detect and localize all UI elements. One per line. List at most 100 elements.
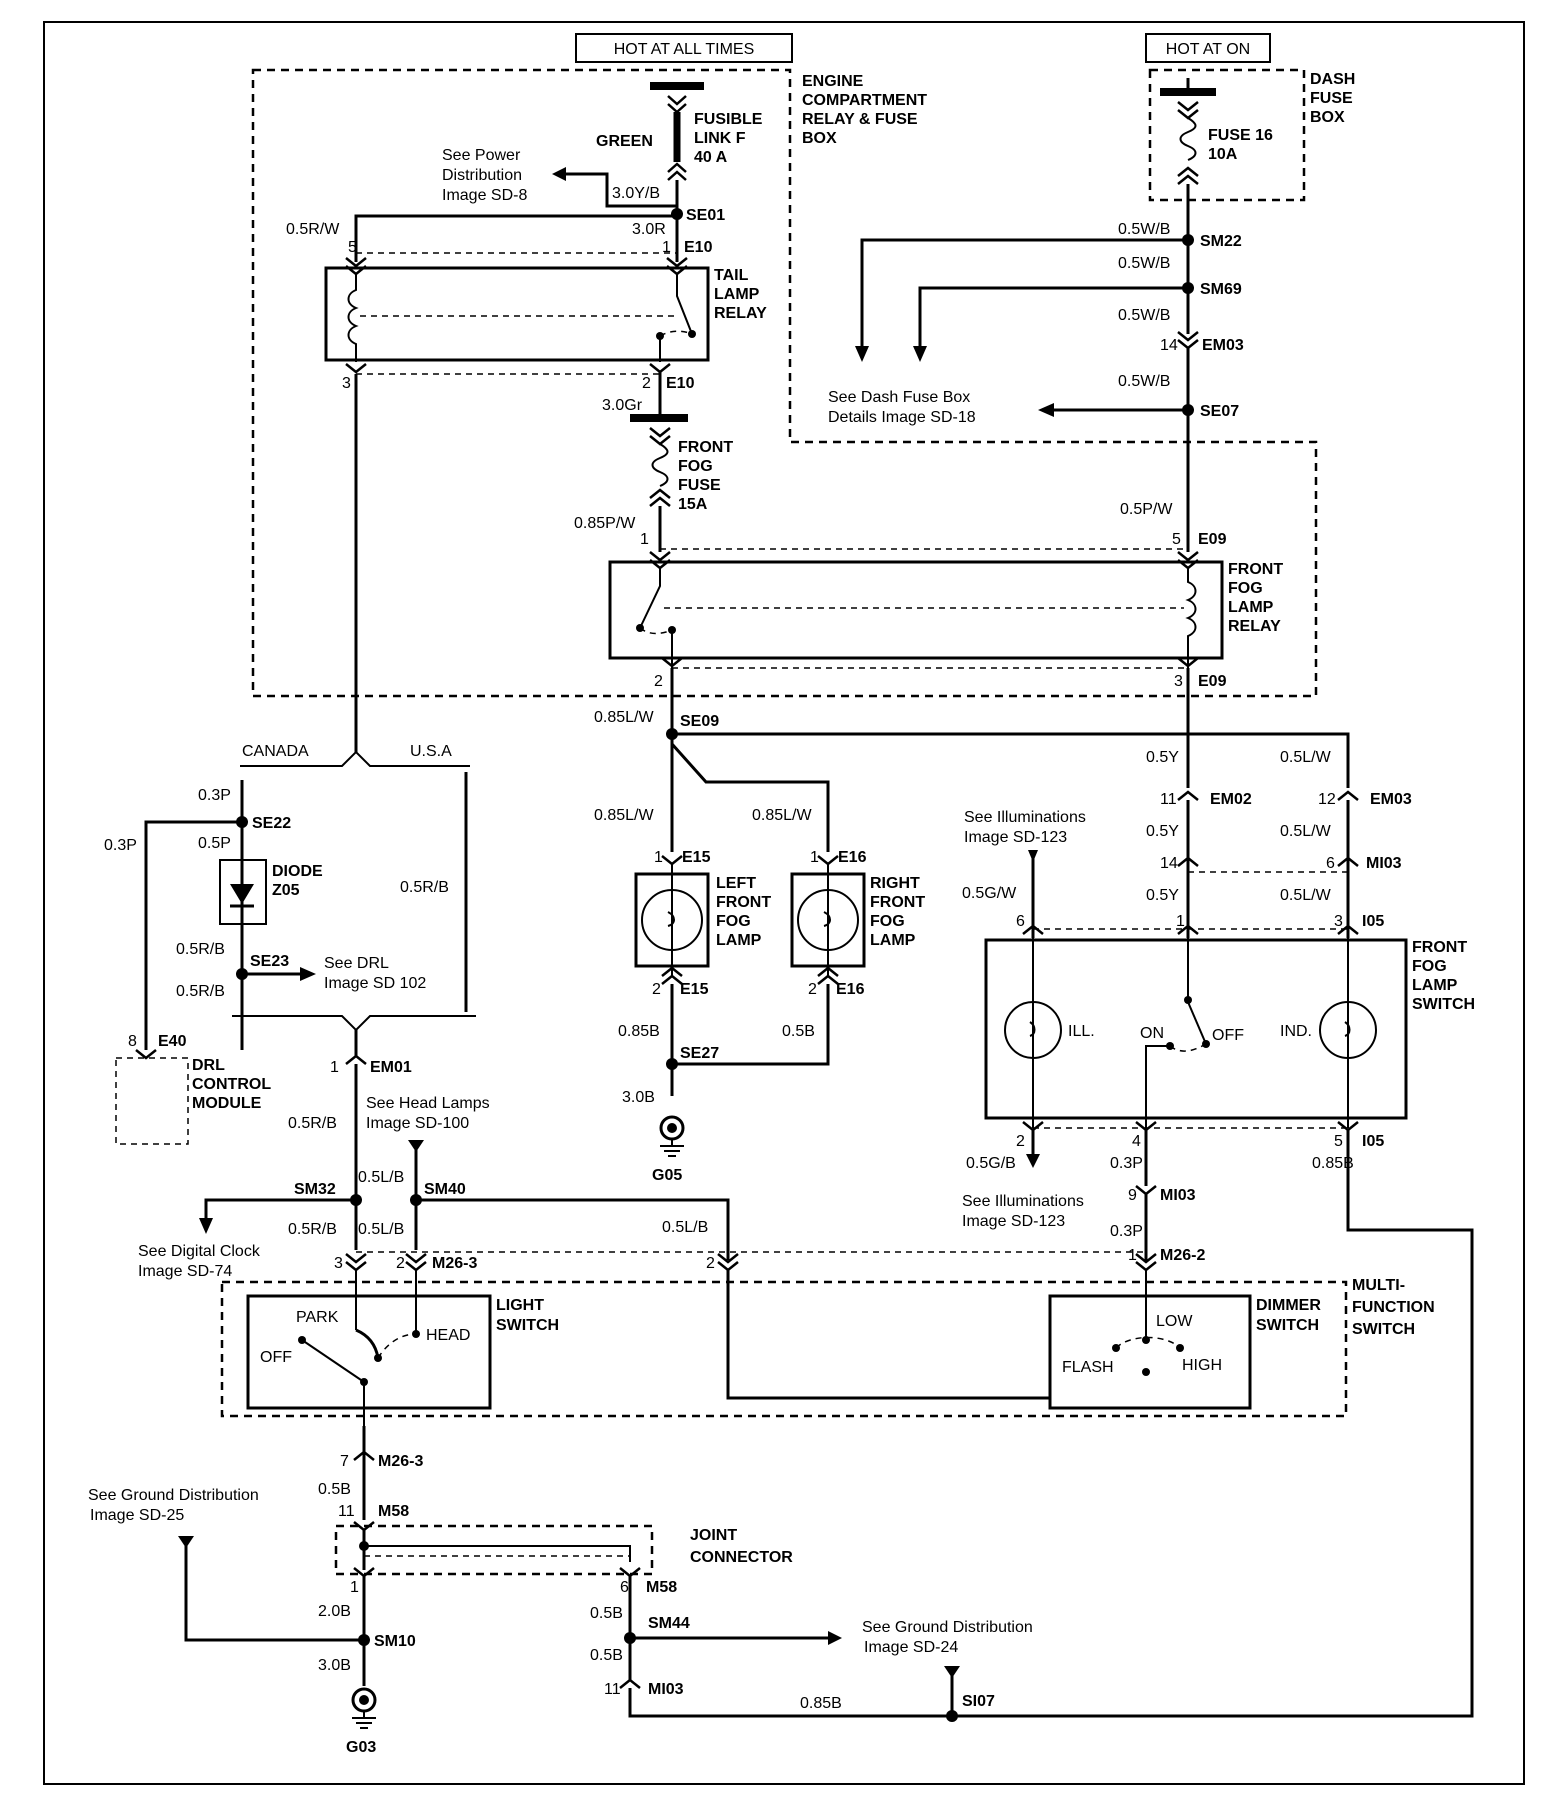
svg-text:FOG: FOG xyxy=(1228,580,1263,597)
connector-em02 xyxy=(1177,790,1199,801)
svg-text:3: 3 xyxy=(342,375,351,392)
wire-label: 0.5Y xyxy=(1146,887,1179,904)
svg-text:DASH: DASH xyxy=(1310,71,1355,88)
connector-label: EM03 xyxy=(1370,791,1412,808)
drl-control-module: 8 E40 DRL CONTROL MODULE xyxy=(115,1033,271,1145)
left-front-fog-lamp: 1 E15 LEFT FRONT FOG LAMP 2 E15 xyxy=(634,849,771,998)
connector-mi03-pin6 xyxy=(1337,856,1359,867)
svg-text:See Power: See Power xyxy=(442,147,521,164)
see-drl-ref: See DRL Image SD 102 xyxy=(324,955,426,992)
pin-label: 9 xyxy=(1128,1187,1137,1204)
wire-label: 0.5L/W xyxy=(1280,887,1332,904)
connector-label: M26-3 xyxy=(432,1255,477,1272)
front-fog-lamp-relay: 1 5 E09 FRONT FOG LAMP RELAY 2 3 E09 xyxy=(608,531,1283,690)
svg-text:FUSIBLE: FUSIBLE xyxy=(694,111,763,128)
wire-label: 0.5W/B xyxy=(1118,373,1170,390)
splice-se27 xyxy=(666,1058,678,1070)
svg-text:HOT AT ON: HOT AT ON xyxy=(1166,41,1250,58)
splice-sm10 xyxy=(358,1634,370,1646)
svg-text:SWITCH: SWITCH xyxy=(1256,1317,1319,1334)
see-head-lamps-ref: See Head Lamps Image SD-100 xyxy=(366,1095,490,1132)
pin-label: 11 xyxy=(1160,791,1177,808)
svg-text:PARK: PARK xyxy=(296,1309,339,1326)
svg-text:See Ground Distribution: See Ground Distribution xyxy=(862,1619,1033,1636)
svg-text:See Illuminations: See Illuminations xyxy=(962,1193,1084,1210)
svg-text:RELAY: RELAY xyxy=(1228,618,1281,635)
svg-text:FRONT: FRONT xyxy=(678,439,733,456)
right-front-fog-lamp: 1 E16 RIGHT FRONT FOG LAMP 2 E16 xyxy=(790,849,925,998)
svg-text:4: 4 xyxy=(1132,1133,1141,1150)
wire-label: 0.85P/W xyxy=(574,515,636,532)
wire-label: 3.0Gr xyxy=(602,397,643,414)
wire-label: 0.5G/W xyxy=(962,885,1017,902)
wire-label: 0.85B xyxy=(1312,1155,1354,1172)
splice-label: SI07 xyxy=(962,1693,995,1710)
splice-label: SM44 xyxy=(648,1615,690,1632)
splice-label: SE23 xyxy=(250,953,289,970)
svg-text:3: 3 xyxy=(1334,913,1343,930)
svg-text:See Ground Distribution: See Ground Distribution xyxy=(88,1487,259,1504)
pin-label: 12 xyxy=(1318,791,1336,808)
svg-text:COMPARTMENT: COMPARTMENT xyxy=(802,92,927,109)
connector-em03b xyxy=(1337,790,1359,801)
wire-label: 0.5R/W xyxy=(286,221,340,238)
wire-label: 0.5Y xyxy=(1146,823,1179,840)
svg-text:E09: E09 xyxy=(1198,531,1227,548)
svg-text:LAMP: LAMP xyxy=(714,286,760,303)
see-digital-clock-ref: See Digital Clock Image SD-74 xyxy=(138,1243,261,1280)
wire-label: 0.3P xyxy=(1110,1223,1143,1240)
svg-text:G03: G03 xyxy=(346,1739,376,1756)
svg-text:TAIL: TAIL xyxy=(714,267,749,284)
wire-label: 0.3P xyxy=(104,837,137,854)
svg-text:Details Image SD-18: Details Image SD-18 xyxy=(828,409,976,426)
pin-label: 7 xyxy=(340,1453,349,1470)
svg-text:5: 5 xyxy=(1172,531,1181,548)
region-canada: CANADA xyxy=(242,743,309,760)
svg-text:FRONT: FRONT xyxy=(1412,939,1467,956)
connector-label: M58 xyxy=(646,1579,677,1596)
wire-label: 0.5B xyxy=(590,1605,623,1622)
svg-text:E16: E16 xyxy=(836,981,865,998)
wire-label: 0.5W/B xyxy=(1118,307,1170,324)
svg-text:E16: E16 xyxy=(838,849,867,866)
connector-label: M26-2 xyxy=(1160,1247,1205,1264)
multi-function-switch-boundary xyxy=(220,1280,1348,1418)
connector-em03 xyxy=(1177,331,1199,350)
svg-text:SWITCH: SWITCH xyxy=(1412,996,1475,1013)
pin-label: 11 xyxy=(338,1503,355,1520)
wire-label: 0.5W/B xyxy=(1118,255,1170,272)
splice-label: SM10 xyxy=(374,1633,416,1650)
tail-lamp-relay: 5 1 E10 TAIL LAMP RELAY 3 2 E10 xyxy=(324,239,767,392)
svg-text:10A: 10A xyxy=(1208,146,1238,163)
svg-text:15A: 15A xyxy=(678,496,708,513)
svg-text:LOW: LOW xyxy=(1156,1313,1193,1330)
svg-text:E40: E40 xyxy=(158,1033,187,1050)
wire-label: 0.5R/B xyxy=(288,1221,337,1238)
svg-text:CONTROL: CONTROL xyxy=(192,1076,271,1093)
front-fog-fuse: FRONT FOG FUSE 15A xyxy=(630,414,733,513)
svg-text:HOT AT ALL TIMES: HOT AT ALL TIMES xyxy=(614,41,755,58)
wire-label: 0.5L/B xyxy=(358,1169,404,1186)
connector-label: EM02 xyxy=(1210,791,1252,808)
svg-text:See Digital Clock: See Digital Clock xyxy=(138,1243,261,1260)
region-divider xyxy=(240,750,470,767)
svg-text:DRL: DRL xyxy=(192,1057,225,1074)
svg-text:Image SD-123: Image SD-123 xyxy=(962,1213,1065,1230)
splice-label: SM69 xyxy=(1200,281,1242,298)
svg-text:FOG: FOG xyxy=(870,913,905,930)
see-power-distribution-ref: See Power Distribution Image SD-8 xyxy=(442,147,527,204)
svg-text:OFF: OFF xyxy=(260,1349,292,1366)
connector-mi03-pin11 xyxy=(619,1678,641,1689)
svg-text:OFF: OFF xyxy=(1212,1027,1244,1044)
svg-text:LAMP: LAMP xyxy=(1228,599,1274,616)
splice-label: SE07 xyxy=(1200,403,1239,420)
svg-text:I05: I05 xyxy=(1362,1133,1384,1150)
splice-label: SE09 xyxy=(680,713,719,730)
svg-text:E09: E09 xyxy=(1198,673,1227,690)
wire-label: 0.5L/W xyxy=(1280,823,1332,840)
wire-label: 0.3P xyxy=(198,787,231,804)
wire-label: 3.0B xyxy=(622,1089,655,1106)
wire-label: 0.5W/B xyxy=(1118,221,1170,238)
svg-text:MULTI-: MULTI- xyxy=(1352,1277,1405,1294)
